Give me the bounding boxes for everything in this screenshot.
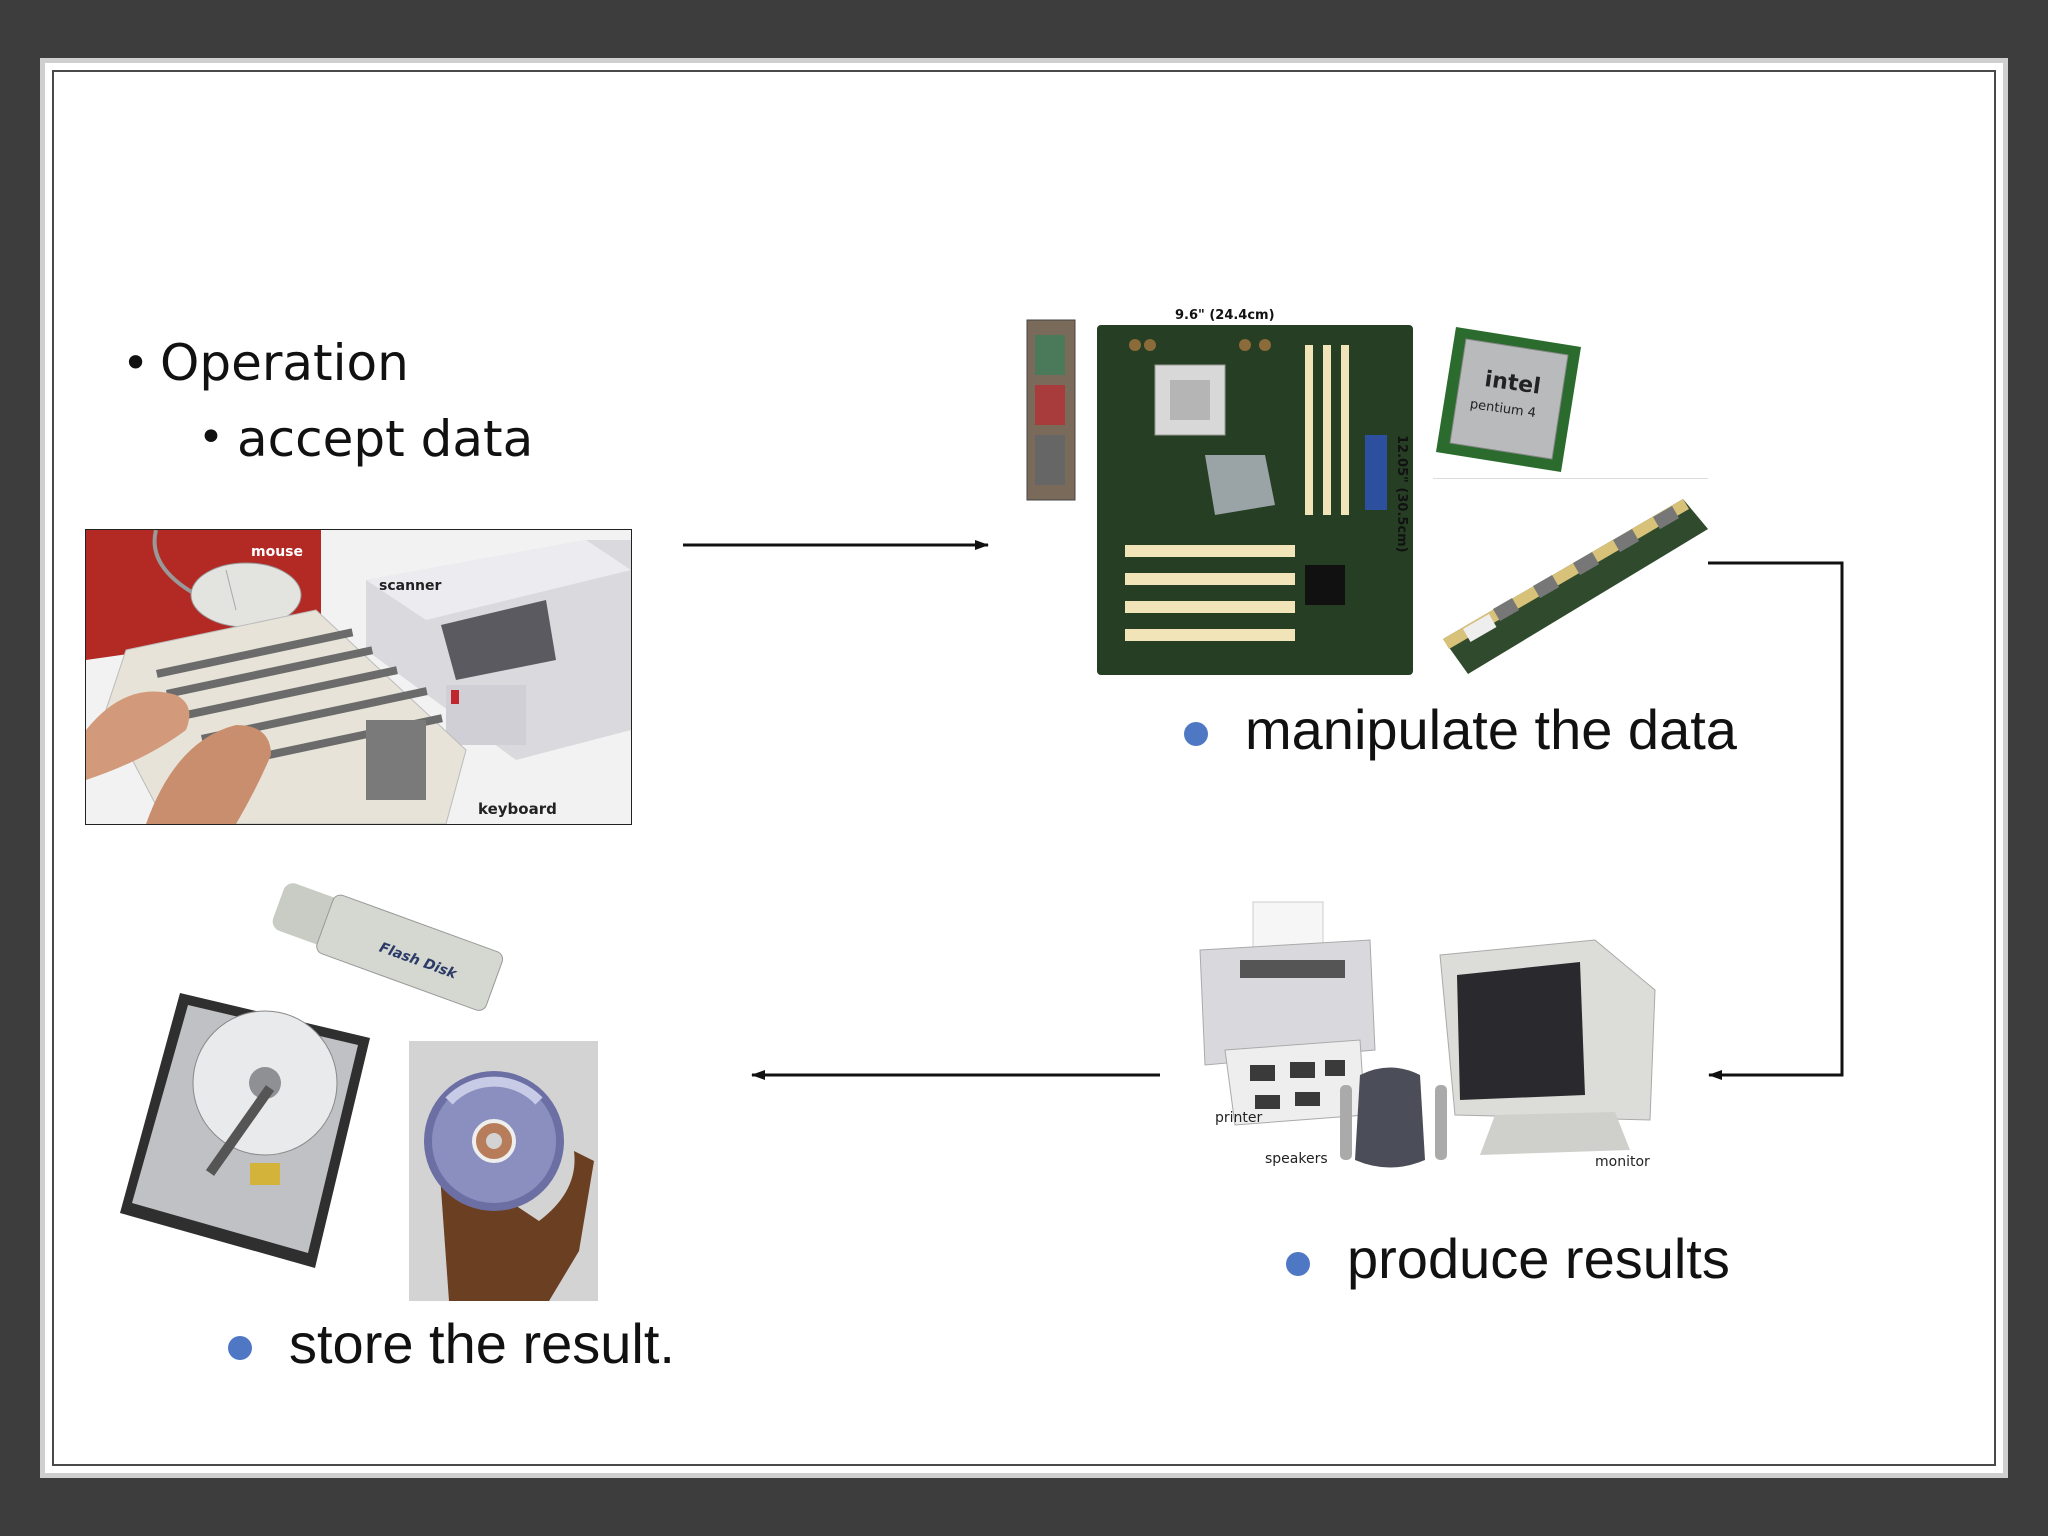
step-produce: produce results (1347, 1227, 1730, 1290)
step-manipulate: manipulate the data (1245, 698, 1737, 761)
heading-operation: Operation (160, 334, 409, 392)
keyboard-label: keyboard (478, 800, 557, 818)
printer-label: printer (1215, 1110, 1263, 1126)
cd-in-hand-image (409, 1041, 598, 1301)
flash-disk-image: Flash Disk (258, 873, 510, 1033)
scanner-label: scanner (379, 578, 442, 594)
input-devices-image: mouse scanner keyboard (85, 529, 632, 825)
step-store: store the result. (289, 1312, 675, 1375)
ram-image (1433, 478, 1708, 684)
speakers-label: speakers (1265, 1151, 1328, 1167)
hard-disk-image (120, 993, 370, 1268)
subheading-bullet: • (198, 412, 224, 463)
board-width-label: 9.6" (24.4cm) (1175, 308, 1275, 323)
slide-border (52, 70, 1996, 1466)
store-bullet (228, 1336, 252, 1360)
subheading-accept-data: accept data (237, 410, 534, 468)
mouse-label: mouse (251, 544, 303, 560)
cpu-image: intel pentium 4 (1436, 327, 1581, 472)
arrow-processing-to-output (1708, 561, 1844, 1080)
monitor-label: monitor (1595, 1154, 1650, 1170)
output-devices-image: printer speakers monitor (1195, 900, 1665, 1180)
produce-bullet (1286, 1252, 1310, 1276)
manipulate-bullet (1184, 722, 1208, 746)
motherboard-image: 9.6" (24.4cm) 12.05" (30.5cm) (1025, 305, 1425, 680)
heading-bullet: • (122, 336, 150, 390)
board-height-label: 12.05" (30.5cm) (1394, 435, 1409, 553)
